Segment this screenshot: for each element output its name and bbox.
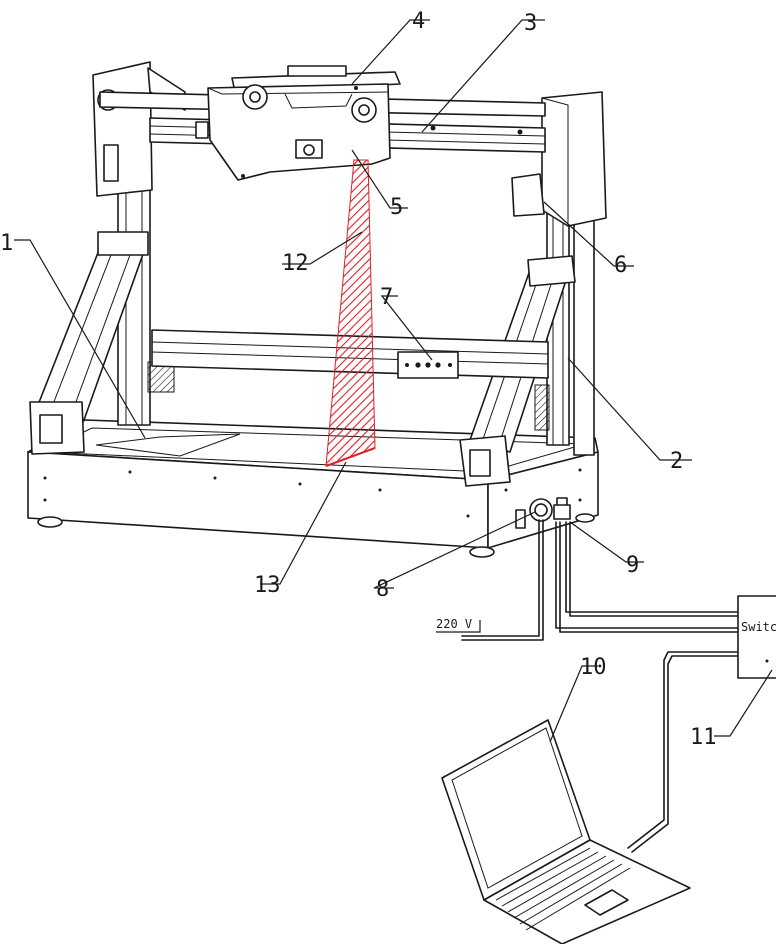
label-9: 9	[626, 553, 639, 578]
cables	[461, 519, 739, 853]
power-label: 220 V	[436, 617, 472, 631]
label-7: 7	[380, 285, 393, 310]
label-11: 11	[690, 725, 717, 750]
callout-numbers: 1 2 3 4 5 6 7 8 9 10 11 12 13 220 V	[0, 9, 717, 750]
label-1: 1	[0, 231, 13, 256]
switch-label: Switch	[741, 620, 776, 634]
leader-lines	[14, 19, 773, 743]
label-8: 8	[376, 577, 389, 602]
label-5: 5	[390, 195, 403, 220]
laptop	[441, 719, 691, 944]
left-diagonal-brace	[29, 231, 149, 455]
scanner-head	[195, 65, 401, 181]
label-4: 4	[412, 9, 425, 34]
label-2: 2	[670, 449, 683, 474]
base-frame	[27, 419, 599, 558]
label-13: 13	[254, 573, 281, 598]
label-10: 10	[580, 655, 607, 680]
label-3: 3	[524, 11, 537, 36]
label-6: 6	[614, 253, 627, 278]
network-switch: Switch	[737, 595, 776, 679]
label-12: 12	[282, 251, 309, 276]
laser-beam	[325, 159, 376, 467]
